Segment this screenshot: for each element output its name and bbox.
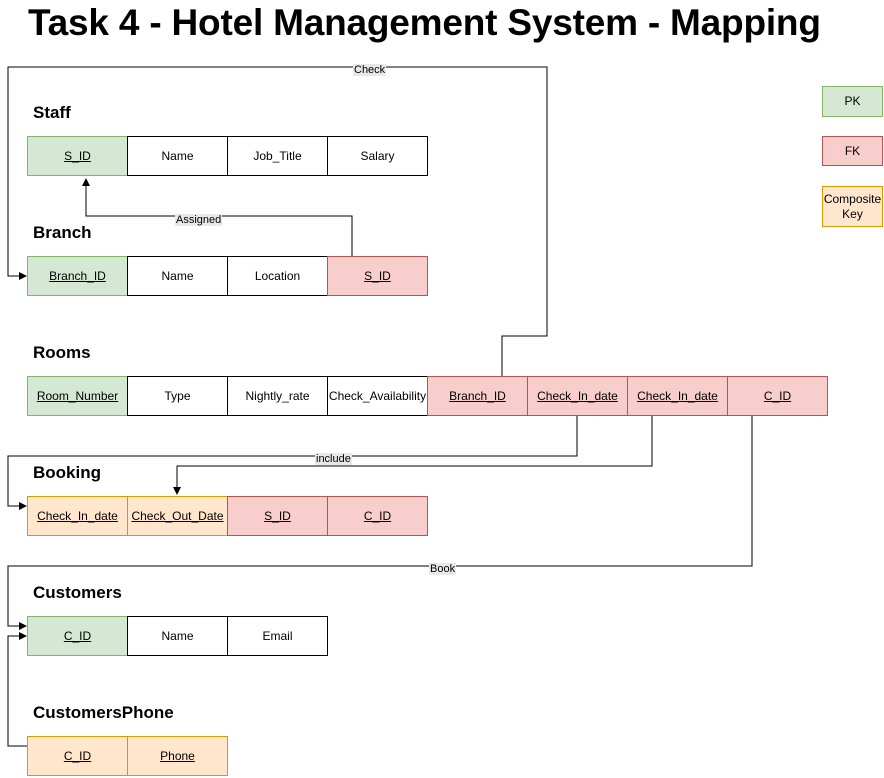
edge-phone xyxy=(7,632,27,747)
rooms-col-room-number: Room_Number xyxy=(27,376,128,416)
edge-check xyxy=(7,66,548,376)
branch-col-location: Location xyxy=(227,256,328,296)
customers-col-name: Name xyxy=(127,616,228,656)
rooms-col-c-id: C_ID xyxy=(727,376,828,416)
branch-col-name: Name xyxy=(127,256,228,296)
edge-label-book: Book xyxy=(429,563,457,575)
page-title: Task 4 - Hotel Management System - Mappi… xyxy=(28,2,821,43)
rooms-col-check-availability: Check_Availability xyxy=(327,376,428,416)
table-name-customers: Customers xyxy=(33,583,122,602)
edge-book xyxy=(7,416,753,630)
table-name-branch: Branch xyxy=(33,223,92,242)
customersphone-col-phone: Phone xyxy=(127,736,228,776)
rooms-col-type: Type xyxy=(127,376,228,416)
edge-label-check: Check xyxy=(353,64,387,76)
staff-col-s-id: S_ID xyxy=(27,136,128,176)
rooms-col-check-in-date-2: Check_In_date xyxy=(627,376,728,416)
rooms-col-nightly-rate: Nightly_rate xyxy=(227,376,328,416)
booking-col-check-out-date: Check_Out_Date xyxy=(127,496,228,536)
rooms-col-check-in-date-1: Check_In_date xyxy=(527,376,628,416)
customersphone-col-c-id: C_ID xyxy=(27,736,128,776)
legend-pk: PK xyxy=(822,86,883,117)
rooms-col-branch-id: Branch_ID xyxy=(427,376,528,416)
booking-col-s-id: S_ID xyxy=(227,496,328,536)
branch-col-branch-id: Branch_ID xyxy=(27,256,128,296)
customers-col-email: Email xyxy=(227,616,328,656)
staff-col-salary: Salary xyxy=(327,136,428,176)
table-name-rooms: Rooms xyxy=(33,343,91,362)
edge-label-include: include xyxy=(315,453,352,465)
table-name-customersphone: CustomersPhone xyxy=(33,703,174,722)
booking-col-check-in-date: Check_In_date xyxy=(27,496,128,536)
legend-fk: FK xyxy=(822,136,883,166)
table-name-staff: Staff xyxy=(33,103,71,122)
edge-include-2 xyxy=(173,416,653,495)
staff-col-job-title: Job_Title xyxy=(227,136,328,176)
edge-label-assigned: Assigned xyxy=(175,214,223,226)
legend-composite-key: Composite Key xyxy=(822,186,883,227)
table-name-booking: Booking xyxy=(33,463,101,482)
booking-col-c-id: C_ID xyxy=(327,496,428,536)
staff-col-name: Name xyxy=(127,136,228,176)
edge-include-1 xyxy=(7,416,578,510)
customers-col-c-id: C_ID xyxy=(27,616,128,656)
branch-col-s-id: S_ID xyxy=(327,256,428,296)
